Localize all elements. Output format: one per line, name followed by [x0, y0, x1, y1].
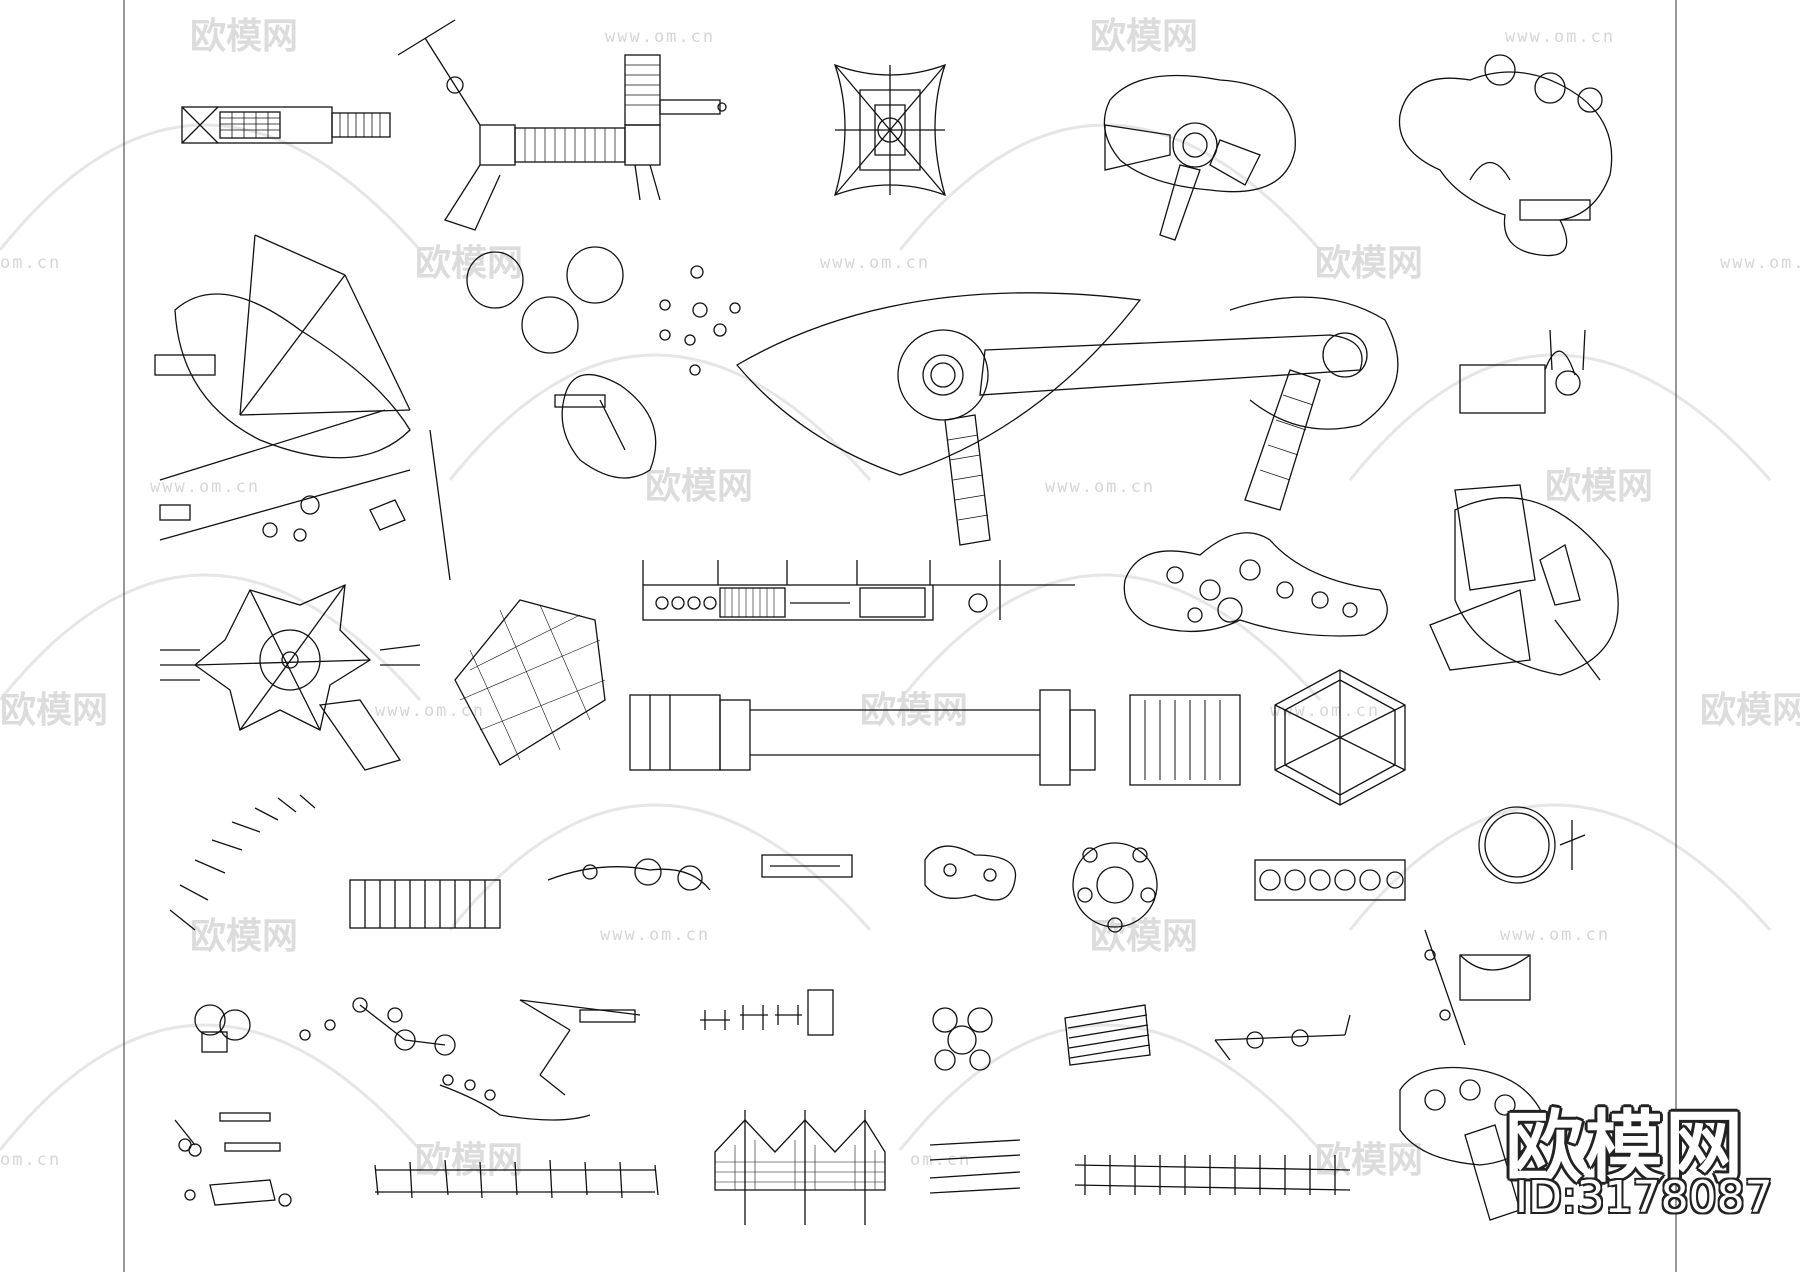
- brand-logo: 欧模网: [1505, 1103, 1746, 1193]
- cad-seat-row: [1254, 859, 1406, 901]
- cad-log-balance-track: [1074, 1155, 1351, 1195]
- cad-small-bench: [761, 854, 853, 878]
- cad-balance-beam-branches: [1214, 1014, 1351, 1061]
- cad-tensile-structure: [439, 999, 641, 1121]
- cad-hexagon-pavilion: [1274, 669, 1406, 806]
- watermark-url: www.om.cn: [1505, 27, 1615, 47]
- id-label: ID:3178087: [1515, 1172, 1773, 1223]
- watermark-brand: 欧模网: [190, 916, 298, 957]
- cad-parallel-bars: [1129, 694, 1241, 786]
- cad-rope-pods: [547, 858, 711, 891]
- watermark-brand: 欧模网: [1315, 1140, 1423, 1181]
- cad-windmill-tower: [1429, 484, 1619, 681]
- cad-stepping-pods: [659, 265, 741, 376]
- cad-net-climber-square: [833, 63, 947, 197]
- watermark-brand: 欧模网: [415, 243, 523, 284]
- cad-parallel-rails: [929, 1139, 1021, 1194]
- watermark-brand: 欧模网: [1545, 466, 1653, 507]
- cad-spring-rider-cluster: [299, 997, 456, 1056]
- cad-oval-trampoline: [924, 845, 1017, 901]
- watermark-url: www.om.cn: [820, 253, 930, 273]
- watermark-brand: 欧模网: [0, 690, 108, 731]
- cad-tower-with-slides: [1103, 74, 1296, 241]
- cad-bridge-platform: [181, 106, 391, 144]
- cad-triple-pyramid-nets: [714, 1110, 886, 1225]
- cad-circular-seating-ring: [1072, 842, 1158, 933]
- cad-swing-bench: [1459, 329, 1586, 414]
- watermark-url-short: om.cn: [0, 253, 61, 273]
- cad-rope-structure: [154, 234, 451, 581]
- cad-ladder-bridge: [349, 879, 501, 929]
- watermark-url: www.om.cn: [1500, 925, 1610, 945]
- cad-wavy-tunnel: [374, 1159, 659, 1199]
- watermark-brand: 欧模网: [1315, 243, 1423, 284]
- cad-ladder-steps: [700, 989, 834, 1036]
- watermark-brand: 欧模网: [190, 16, 298, 57]
- cad-pentagon-net: [454, 599, 606, 766]
- cad-round-platform: [1478, 806, 1586, 884]
- cad-l-shaped-structure: [397, 19, 727, 231]
- watermark-brand: 欧模网: [645, 466, 753, 507]
- cad-bubble-stepping-area: [1123, 532, 1388, 637]
- cad-five-ring-cluster: [932, 1007, 993, 1071]
- cad-blob-play-area: [1398, 54, 1613, 257]
- watermark-url: www.om.cn: [1720, 253, 1800, 273]
- cad-long-platform-bridge: [642, 560, 1075, 621]
- watermark-brand: 欧模网: [1090, 16, 1198, 57]
- watermark-url: www.om.cn: [1045, 477, 1155, 497]
- watermark-brand: 欧模网: [1090, 916, 1198, 957]
- cad-curved-stepping-logs: [169, 794, 316, 931]
- cad-cluster-blob: [1399, 1066, 1546, 1221]
- watermark-url: www.om.cn: [605, 27, 715, 47]
- watermark-url: www.om.cn: [600, 925, 710, 945]
- cad-octagon-shade-net: [160, 583, 421, 771]
- cad-ball-climbers: [466, 246, 657, 479]
- cad-ring-stepping: [194, 1004, 251, 1053]
- watermark-url: www.om.cn: [375, 701, 485, 721]
- cad-hanging-swing-frame: [1424, 929, 1531, 1046]
- cad-spring-riders: [174, 1112, 292, 1207]
- cad-leaf-shaped-structure: [736, 292, 1399, 546]
- watermark-brand: 欧模网: [1700, 690, 1800, 731]
- watermark-brand: 欧模网: [415, 1140, 523, 1181]
- watermark-url: www.om.cn: [150, 477, 260, 497]
- cad-wood-deck: [1064, 1004, 1151, 1066]
- watermark-layer: 欧模网 欧模网 欧模网 欧模网 欧模网 欧模网 欧模网 欧模网 欧模网 欧模网 …: [0, 16, 1800, 1181]
- watermark-url-short: om.cn: [0, 1150, 61, 1170]
- cad-suspension-bridge: [629, 689, 1096, 786]
